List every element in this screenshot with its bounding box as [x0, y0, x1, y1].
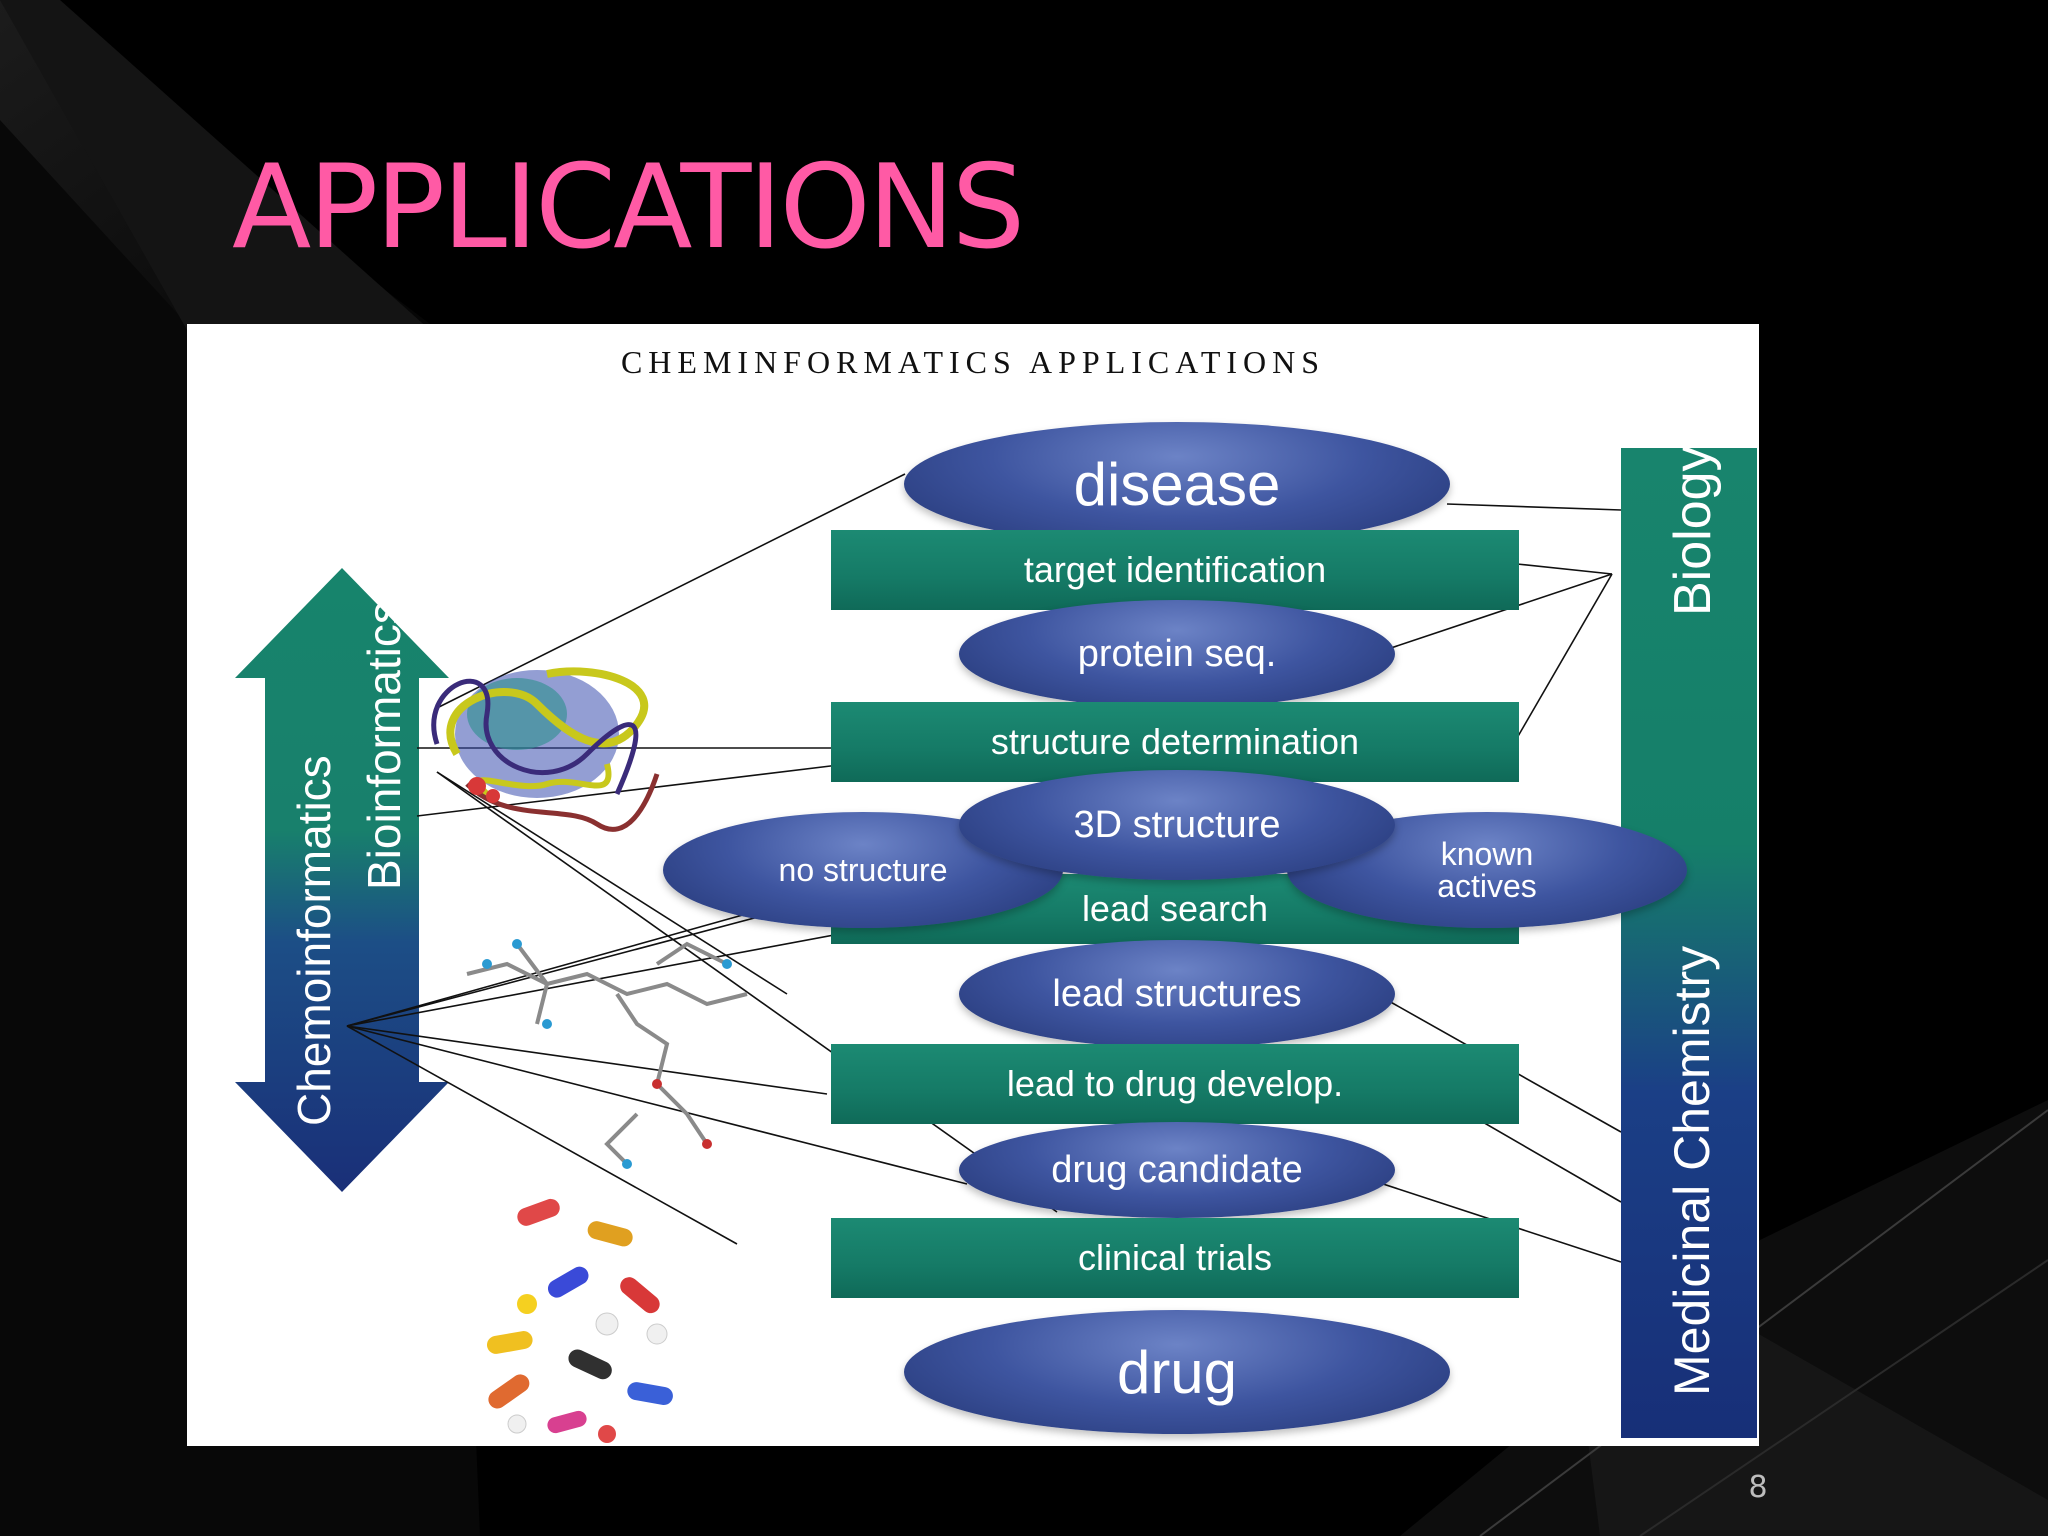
medicinal-chemistry-label: Medicinal Chemistry: [1664, 945, 1720, 1396]
3d-structure-oval: 3D structure: [959, 770, 1395, 880]
drug-candidate-oval: drug candidate: [959, 1122, 1395, 1218]
protein-structure-image: [431, 667, 660, 832]
chemoinformatics-label: Chemoinformatics: [288, 755, 340, 1126]
disease-oval: disease: [904, 422, 1450, 546]
lead-to-drug-band: lead to drug develop.: [831, 1044, 1519, 1124]
clinical-trials-band: clinical trials: [831, 1218, 1519, 1298]
target-identification-band: target identification: [831, 530, 1519, 610]
bioinformatics-label: Bioinformatics: [358, 601, 410, 890]
figure-title: CHEMINFORMATICS APPLICATIONS: [620, 344, 1326, 380]
protein-seq-oval: protein seq.: [959, 600, 1395, 708]
molecule-image: [466, 939, 748, 1169]
figure-graphics: [235, 473, 1622, 1443]
lead-structures-oval: lead structures: [959, 940, 1395, 1048]
cheminformatics-figure: CHEMINFORMATICS APPLICATIONS: [187, 324, 1759, 1446]
biology-label: Biology: [1664, 445, 1722, 616]
page-number: 8: [1748, 1470, 1768, 1505]
discipline-bar: [1621, 448, 1757, 1438]
drug-oval: drug: [904, 1310, 1450, 1434]
pills-image: [486, 1198, 673, 1443]
slide-title: APPLICATIONS: [232, 140, 1025, 275]
structure-determination-band: structure determination: [831, 702, 1519, 782]
double-arrow-shape: [235, 568, 449, 1192]
